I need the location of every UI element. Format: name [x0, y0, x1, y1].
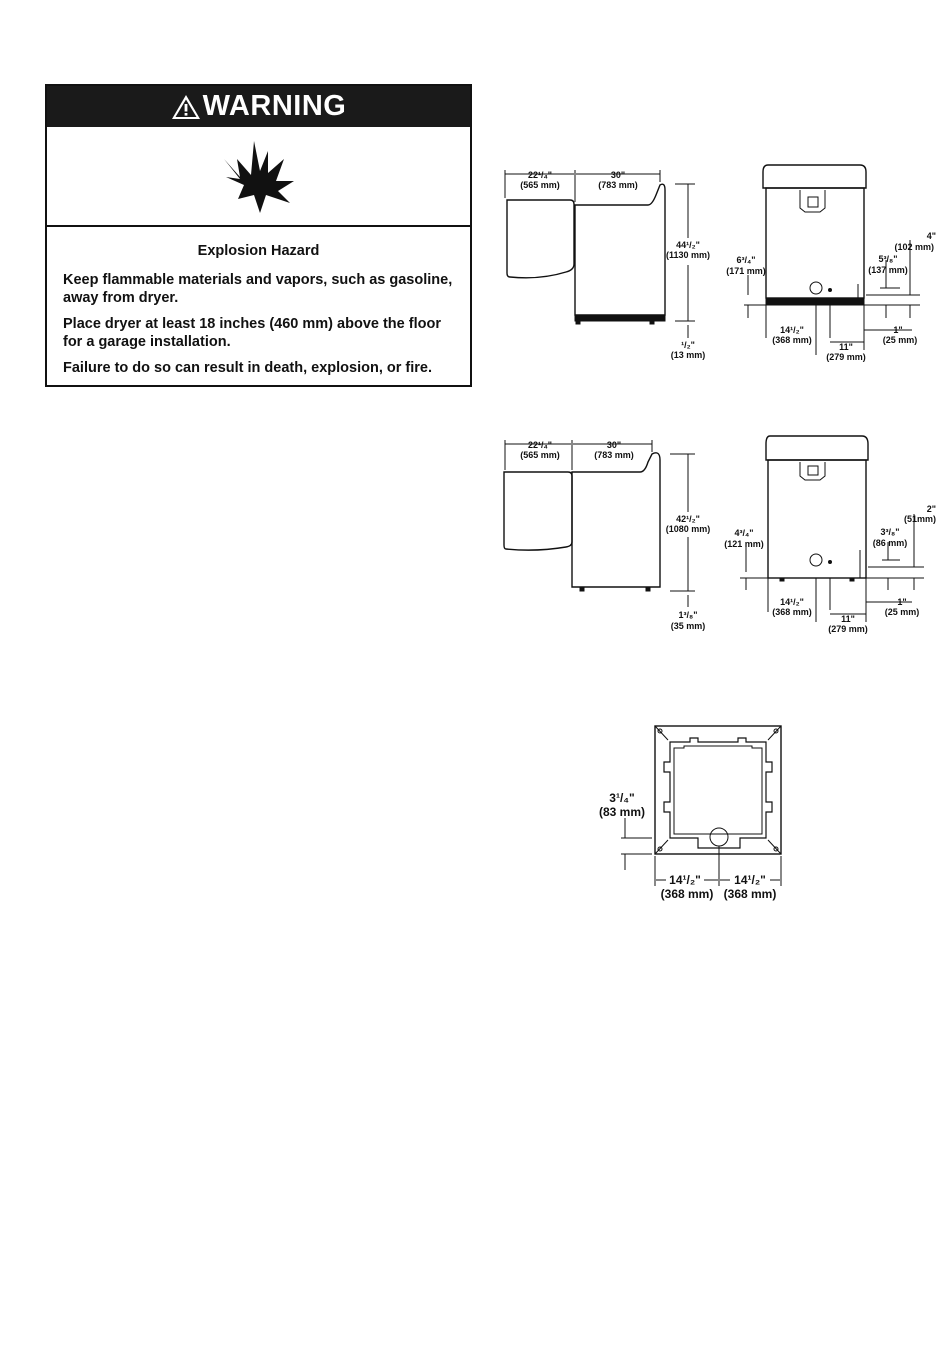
d2-top-offset-mm: (51mm)	[904, 514, 936, 524]
d1-center: 14¹/₂"	[780, 325, 804, 335]
dimensions-diagram-3: 3¹/₄" (83 mm) 14¹/₂" (368 mm) 14¹/₂" (36…	[599, 725, 782, 901]
d3-left-mm: (368 mm)	[661, 887, 714, 901]
explosion-icon	[223, 141, 294, 213]
d2-left-height: 4³/₄"	[734, 528, 753, 538]
d1-left-height-mm: (171 mm)	[726, 266, 766, 276]
d2-height-mm: (1080 mm)	[666, 524, 711, 534]
warning-header-text: WARNING	[202, 90, 347, 122]
d2-depth-mm: (783 mm)	[594, 450, 634, 460]
d1-top-offset-mm: (102 mm)	[894, 242, 934, 252]
warning-triangle-icon	[171, 94, 200, 119]
d1-depth-open-mm: (565 mm)	[520, 180, 560, 190]
d3-height: 3¹/₄"	[609, 791, 634, 805]
d2-depth: 30"	[607, 440, 621, 450]
d1-center-mm: (368 mm)	[772, 335, 812, 345]
dimensions-diagram-1: 22¹/₄" (565 mm) 30" (783 mm) 44¹/₂" (113…	[504, 164, 936, 362]
hazard-title: Explosion Hazard	[197, 243, 320, 259]
d1-foot-mm: (13 mm)	[671, 350, 706, 360]
d2-height: 42¹/₂"	[676, 514, 700, 524]
d2-side-gap-mm: (25 mm)	[885, 607, 920, 617]
dimensions-diagram-2: 22¹/₄" (565 mm) 30" (783 mm) 42¹/₂" (108…	[503, 435, 936, 634]
d1-depth-open: 22¹/₄"	[528, 170, 552, 180]
d1-top-offset: 4"	[927, 231, 936, 241]
d1-height: 44¹/₂"	[676, 240, 700, 250]
d2-spacing: 11"	[841, 614, 855, 624]
d2-spacing-mm: (279 mm)	[828, 624, 868, 634]
d1-right-height-mm: (137 mm)	[868, 265, 908, 275]
d1-spacing-mm: (279 mm)	[826, 352, 866, 362]
d2-top-offset: 2"	[927, 504, 936, 514]
d2-foot: 1³/₈"	[679, 610, 698, 620]
d1-foot: ¹/₂"	[681, 340, 695, 350]
d2-right-height: 3³/₈"	[881, 527, 900, 537]
d2-depth-open-mm: (565 mm)	[520, 450, 560, 460]
hazard-line-3: Failure to do so can result in death, ex…	[63, 360, 433, 376]
d1-left-height: 6³/₄"	[736, 255, 755, 265]
d2-left-height-mm: (121 mm)	[724, 539, 764, 549]
explosion-icon-area	[47, 127, 470, 227]
d2-center: 14¹/₂"	[780, 597, 804, 607]
d1-right-height: 5³/₈"	[879, 254, 898, 264]
d1-side-gap-mm: (25 mm)	[883, 335, 918, 345]
d1-spacing: 11"	[839, 342, 853, 352]
d1-height-mm: (1130 mm)	[666, 250, 710, 260]
d3-right-mm: (368 mm)	[724, 887, 777, 901]
d2-right-height-mm: (86 mm)	[873, 538, 908, 548]
hazard-line-1: Keep flammable materials and vapors, suc…	[63, 272, 453, 306]
d3-left: 14¹/₂"	[669, 873, 701, 887]
d2-foot-mm: (35 mm)	[671, 621, 706, 631]
d3-right: 14¹/₂"	[734, 873, 766, 887]
d1-depth-mm: (783 mm)	[598, 180, 638, 190]
d2-depth-open: 22¹/₄"	[528, 440, 552, 450]
hazard-line-2: Place dryer at least 18 inches (460 mm) …	[63, 316, 441, 350]
d1-depth: 30"	[611, 170, 625, 180]
d3-height-mm: (83 mm)	[599, 805, 645, 819]
d2-side-gap: 1"	[897, 597, 906, 607]
d2-center-mm: (368 mm)	[772, 607, 812, 617]
warning-box: WARNING Explosion Hazard Keep flammable …	[45, 84, 472, 387]
d1-side-gap: 1"	[893, 325, 902, 335]
warning-header: WARNING	[47, 86, 470, 127]
